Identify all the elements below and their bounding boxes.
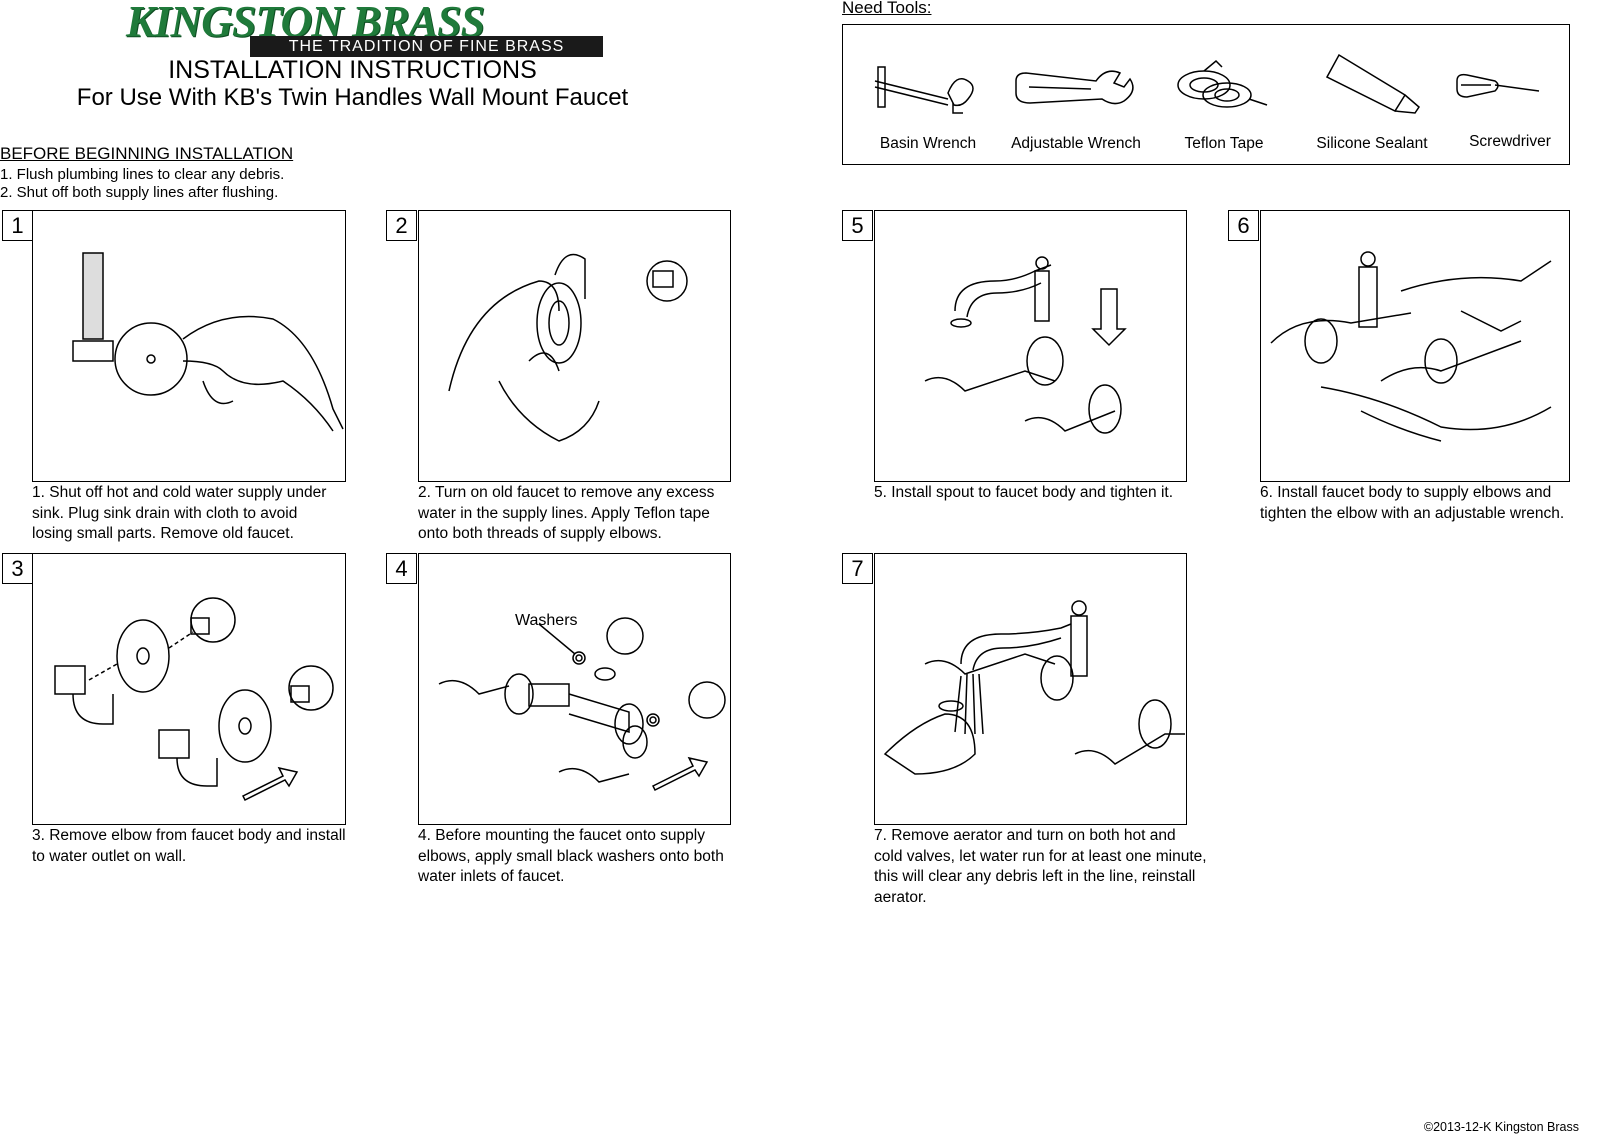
step-2-illustration — [418, 210, 731, 482]
page-title: INSTALLATION INSTRUCTIONS — [168, 56, 537, 84]
step-6-illustration — [1260, 210, 1570, 482]
step-5-illustration — [874, 210, 1187, 482]
tool-teflon-tape: Teflon Tape — [1149, 43, 1299, 163]
tighten-elbow-wrench-illustration — [1270, 251, 1552, 442]
tool-label: Screwdriver — [1469, 133, 1551, 150]
step-4-illustration: Washers — [418, 553, 731, 825]
tools-heading: Need Tools: — [842, 0, 932, 17]
tool-label: Adjustable Wrench — [1011, 135, 1141, 152]
step-caption: 1. Shut off hot and cold water supply un… — [32, 484, 327, 542]
shutoff-valve-hand-illustration — [72, 252, 344, 432]
spout-install-illustration — [924, 256, 1127, 434]
tool-adjustable-wrench: Adjustable Wrench — [1001, 43, 1151, 163]
tool-label: Silicone Sealant — [1316, 135, 1428, 152]
basin-wrench-icon — [874, 66, 974, 114]
step-number: 4 — [386, 553, 417, 584]
before-item: 2. Shut off both supply lines after flus… — [0, 184, 279, 201]
teflon-tape-hand-illustration — [448, 253, 688, 442]
tools-box: Basin Wrench Adjustable Wrench Teflon Ta… — [842, 24, 1570, 165]
step-number: 2 — [386, 210, 417, 241]
teflon-tape-icon — [1177, 59, 1268, 108]
page-subtitle: For Use With KB's Twin Handles Wall Moun… — [76, 84, 629, 111]
step-caption: 3. Remove elbow from faucet body and ins… — [32, 827, 346, 865]
step-number: 6 — [1228, 210, 1259, 241]
step-caption: 6. Install faucet body to supply elbows … — [1260, 484, 1565, 522]
washers-faucet-body-illustration — [438, 617, 726, 792]
step-caption: 2. Turn on old faucet to remove any exce… — [418, 484, 715, 542]
adjustable-wrench-icon — [1015, 70, 1134, 105]
step-number: 5 — [842, 210, 873, 241]
tool-basin-wrench: Basin Wrench — [853, 43, 1003, 163]
washers-label: Washers — [515, 612, 578, 629]
step-7-illustration — [874, 553, 1187, 825]
before-heading: BEFORE BEGINNING INSTALLATION — [0, 144, 294, 163]
before-item: 1. Flush plumbing lines to clear any deb… — [0, 166, 285, 183]
step-number: 7 — [842, 553, 873, 584]
tool-label: Basin Wrench — [879, 135, 977, 152]
tool-silicone-sealant: Silicone Sealant — [1297, 43, 1447, 163]
tool-label: Teflon Tape — [1184, 135, 1264, 152]
brand-tagline: THE TRADITION OF FINE BRASS — [250, 36, 603, 57]
footer-copyright: ©2013-12-K Kingston Brass — [1423, 1120, 1579, 1134]
screwdriver-icon — [1456, 73, 1540, 98]
step-caption: 4. Before mounting the faucet onto suppl… — [418, 827, 724, 885]
step-caption: 5. Install spout to faucet body and tigh… — [874, 484, 1174, 501]
step-number: 1 — [2, 210, 33, 241]
flush-water-illustration — [883, 600, 1185, 775]
step-1-illustration — [32, 210, 346, 482]
step-caption: 7. Remove aerator and turn on both hot a… — [874, 827, 1207, 906]
silicone-sealant-icon — [1325, 53, 1420, 114]
step-number: 3 — [2, 553, 33, 584]
elbow-wall-outlet-illustration — [54, 597, 334, 802]
step-3-illustration — [32, 553, 346, 825]
tool-screwdriver: Screwdriver — [1435, 43, 1585, 163]
